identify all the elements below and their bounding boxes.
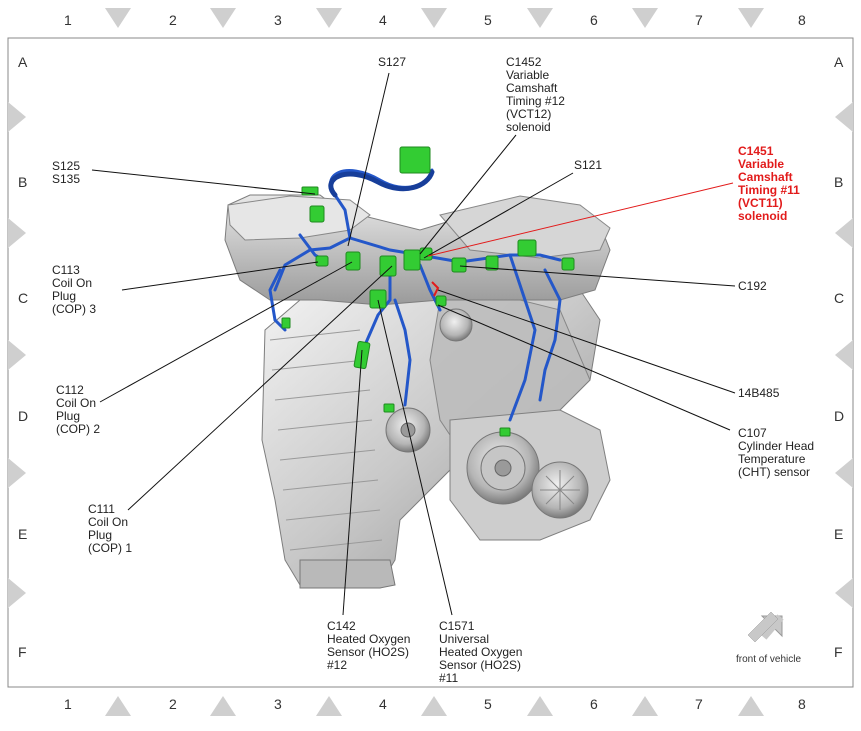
grid-col-7-top: 7	[695, 12, 703, 28]
callout-c112: C112 Coil On Plug (COP) 2	[56, 383, 101, 436]
callout-c107: C107 Cylinder Head Temperature (CHT) sen…	[738, 426, 815, 479]
grid-col-4-bottom: 4	[379, 696, 387, 712]
grid-col-2-bottom: 2	[169, 696, 177, 712]
callout-s125-s135: S125 S135	[52, 159, 81, 186]
callout-s121: S121	[574, 158, 603, 172]
grid-row-a-left: A	[18, 54, 28, 70]
grid-row-e-left: E	[18, 526, 28, 542]
grid-col-6-top: 6	[590, 12, 598, 28]
grid-col-8-bottom: 8	[798, 696, 806, 712]
front-of-vehicle-arrow-icon	[747, 611, 784, 643]
grid-col-5-top: 5	[484, 12, 492, 28]
grid-col-7-bottom: 7	[695, 696, 703, 712]
callout-c142: C142 Heated Oxygen Sensor (HO2S) #12	[327, 619, 411, 672]
left-grid-markers	[8, 102, 26, 608]
grid-row-d-left: D	[18, 408, 29, 424]
grid-row-f-left: F	[18, 644, 27, 660]
callout-s127: S127	[378, 55, 407, 69]
grid-row-c-left: C	[18, 290, 29, 306]
grid-col-8-top: 8	[798, 12, 806, 28]
callout-c111: C111 Coil On Plug (COP) 1	[88, 502, 133, 555]
callout-c192: C192	[738, 279, 767, 293]
callout-c1451: C1451 Variable Camshaft Timing #11 (VCT1…	[738, 144, 800, 223]
red-wire	[431, 281, 440, 297]
wiring-harness	[268, 168, 562, 422]
grid-row-e-right: E	[834, 526, 844, 542]
callout-c1452: C1452 Variable Camshaft Timing #12 (VCT1…	[506, 55, 565, 134]
grid-col-1-top: 1	[64, 12, 72, 28]
grid-col-3-bottom: 3	[274, 696, 282, 712]
grid-row-d-right: D	[834, 408, 845, 424]
callout-c1571: C1571 Universal Heated Oxygen Sensor (HO…	[439, 619, 523, 685]
grid-row-f-right: F	[834, 644, 843, 660]
grid-col-3-top: 3	[274, 12, 282, 28]
front-of-vehicle-label: front of vehicle	[736, 654, 802, 665]
callout-14b485: 14B485	[738, 386, 780, 400]
grid-row-a-right: A	[834, 54, 844, 70]
c1451-leader-line	[427, 182, 734, 257]
grid-row-c-right: C	[834, 290, 845, 306]
grid-col-2-top: 2	[169, 12, 177, 28]
grid-row-b-right: B	[834, 174, 844, 190]
right-grid-markers	[835, 102, 853, 608]
leader-lines	[91, 72, 736, 616]
top-grid-markers	[105, 8, 764, 28]
grid-col-1-bottom: 1	[64, 696, 72, 712]
grid-row-b-left: B	[18, 174, 28, 190]
callout-c113: C113 Coil On Plug (COP) 3	[52, 263, 97, 316]
bottom-grid-markers	[105, 696, 764, 716]
grid-col-5-bottom: 5	[484, 696, 492, 712]
grid-col-6-bottom: 6	[590, 696, 598, 712]
grid-col-4-top: 4	[379, 12, 387, 28]
connectors	[281, 146, 575, 437]
